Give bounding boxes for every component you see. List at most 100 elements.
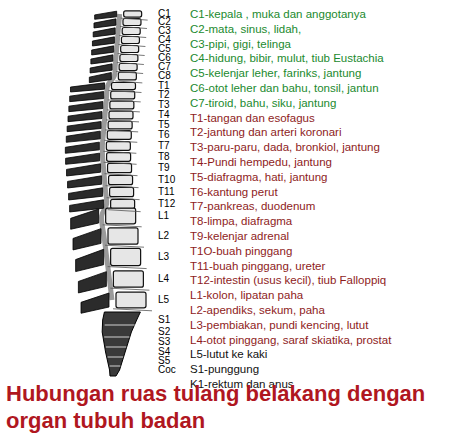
nerve-root <box>105 245 144 247</box>
vertebra-label: T11 <box>158 186 175 198</box>
vertebra-body <box>116 292 146 308</box>
vertebra-body <box>109 111 133 119</box>
spinous-process <box>68 111 102 121</box>
spinous-process <box>66 131 100 142</box>
organ-note: L1-kolon, lipatan paha <box>190 289 303 302</box>
spinous-process <box>66 153 100 164</box>
nerve-root <box>106 120 139 122</box>
spinous-process <box>78 272 106 293</box>
spinous-process <box>93 28 115 37</box>
nerve-root <box>117 63 144 65</box>
vertebra-label: T10 <box>158 174 175 186</box>
vertebra-label: L4 <box>158 273 169 285</box>
vertebra-body <box>106 142 130 151</box>
vertebra-body <box>113 271 143 287</box>
vertebra-body <box>107 131 131 140</box>
nerve-root <box>105 174 138 176</box>
spinous-process <box>71 209 99 229</box>
nerve-root <box>121 18 148 20</box>
nerve-root <box>118 45 145 47</box>
sacral-segment <box>105 325 135 326</box>
nerve-root <box>104 140 137 142</box>
vertebra-body <box>121 36 139 43</box>
spinous-process <box>73 229 101 250</box>
spinous-process <box>67 121 101 131</box>
sacral-segment <box>106 347 126 348</box>
spinous-process <box>95 11 117 19</box>
vertebra-label: L1 <box>158 210 169 222</box>
vertebra-body <box>110 101 134 109</box>
organ-note: L3-pembiakan, pundi kencing, lutut <box>190 319 368 332</box>
organ-note: C4-hidung, bibir, mulut, tiub Eustachia <box>190 52 384 65</box>
vertebra-body <box>108 228 138 244</box>
vertebra-body <box>118 72 136 80</box>
organ-note: T1-tangan dan esofagus <box>190 112 315 125</box>
organ-note: T2-jantung dan arteri koronari <box>190 126 342 139</box>
nerve-root <box>105 130 138 132</box>
nerve-root <box>108 210 141 212</box>
vertebra-label: T2 <box>158 89 170 101</box>
organ-note: S1-punggung <box>190 363 259 376</box>
spinous-process <box>92 37 114 46</box>
vertebra-body <box>111 248 141 265</box>
vertebra-label: L3 <box>158 251 169 263</box>
spinous-process <box>94 19 116 28</box>
spinous-process <box>76 249 104 271</box>
spinous-process <box>65 142 99 153</box>
organ-note: T12-intestin (usus kecil), tiub Falloppi… <box>190 274 386 287</box>
vertebra-label: T12 <box>158 198 175 210</box>
nerve-root <box>108 100 141 102</box>
spinous-process <box>81 293 109 313</box>
organ-note: T9-kelenjar adrenal <box>190 230 289 243</box>
spinous-process <box>69 101 103 111</box>
sacral-segment <box>104 337 129 338</box>
organ-note: L5-lutut ke kaki <box>190 348 267 361</box>
vertebra-body <box>124 11 142 17</box>
organ-note: T6-kantung perut <box>190 186 278 199</box>
spinous-process <box>69 188 103 200</box>
vertebra-label: T6 <box>158 129 170 141</box>
vertebra-label: T5 <box>158 119 170 131</box>
nerve-root <box>108 267 147 269</box>
nerve-root <box>108 91 141 93</box>
nerve-root <box>118 54 145 56</box>
vertebra-body <box>109 175 133 184</box>
diagram-title: Hubungan ruas tulang belakang dengan org… <box>6 380 466 434</box>
nerve-root <box>113 309 152 311</box>
nerve-root <box>110 288 149 290</box>
organ-note: C7-tiroid, bahu, siku, jantung <box>190 97 336 110</box>
organ-note: T8-limpa, diafragma <box>190 215 292 228</box>
organ-note: L4-otot pinggang, saraf skiatika, prosta… <box>190 334 391 347</box>
organ-note: C5-kelenjar leher, farinks, jantung <box>190 67 361 80</box>
sacral-segment <box>108 357 124 358</box>
organ-note: L2-apendiks, sekum, paha <box>190 304 325 317</box>
nerve-root <box>120 27 147 29</box>
spinous-process <box>70 83 104 92</box>
nerve-root <box>107 110 140 112</box>
vertebra-label: C8 <box>158 70 171 82</box>
vertebra-label: T7 <box>158 140 170 152</box>
vertebra-body <box>111 82 135 89</box>
organ-note: T5-diafragma, hati, jantung <box>190 171 327 184</box>
nerve-root <box>115 81 142 83</box>
vertebra-body <box>120 54 138 61</box>
spinous-process <box>92 46 114 55</box>
spinous-process <box>91 55 113 64</box>
vertebra-label: T4 <box>158 109 170 121</box>
nerve-root <box>107 198 140 200</box>
nerve-root <box>103 151 136 153</box>
vertebra-label: T9 <box>158 162 170 174</box>
vertebra-label: T8 <box>158 151 170 163</box>
sacral-segment <box>110 366 121 367</box>
spinous-process <box>70 91 104 101</box>
vertebra-label: T3 <box>158 99 170 111</box>
spinous-process <box>89 72 111 82</box>
vertebra-body <box>111 199 135 208</box>
organ-note: C1-kepala , muka dan anggotanya <box>190 8 366 21</box>
vertebra-body <box>108 163 132 172</box>
spinous-process <box>90 64 112 73</box>
nerve-root <box>106 186 139 188</box>
vertebra-body <box>122 27 140 34</box>
organ-note: C3-pipi, gigi, telinga <box>190 38 291 51</box>
